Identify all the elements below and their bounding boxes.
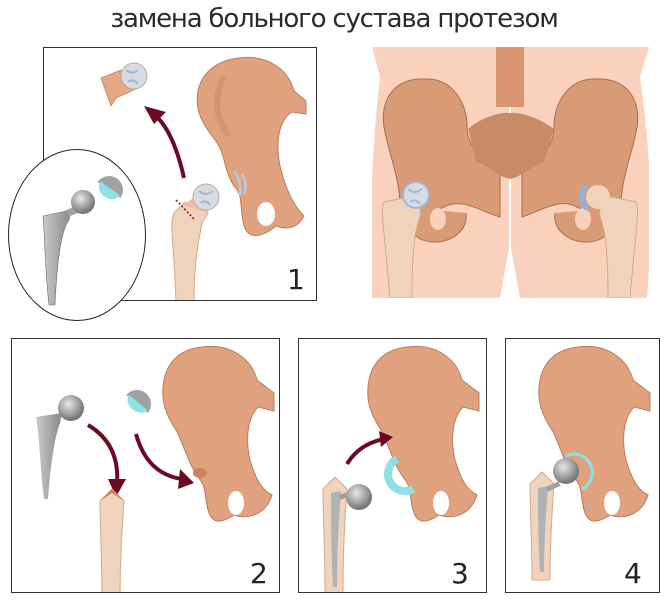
femoral-stem bbox=[42, 209, 72, 306]
femur-with-implant bbox=[529, 471, 561, 581]
pelvis-bone bbox=[538, 345, 651, 522]
insertion-arrow-stem bbox=[86, 423, 120, 485]
prosthesis-components-illustration bbox=[42, 176, 123, 306]
removed-femoral-head bbox=[100, 62, 148, 107]
page-title: замена больного сустава протезом bbox=[110, 4, 558, 34]
prosthesis-inset bbox=[8, 149, 146, 321]
step-4-panel: 4 bbox=[505, 338, 660, 593]
step-4-illustration bbox=[529, 345, 651, 581]
step-2-panel: 2 bbox=[11, 338, 280, 593]
step-1-illustration bbox=[100, 56, 307, 300]
insertion-arrow-cup bbox=[134, 433, 183, 481]
pelvis-bone bbox=[196, 56, 307, 236]
pelvis-bone bbox=[367, 345, 480, 522]
femur-cut bbox=[99, 488, 125, 592]
pelvis-bone bbox=[162, 345, 275, 522]
acetabular-cup bbox=[97, 176, 123, 200]
acetabular-cup bbox=[126, 390, 151, 413]
femoral-ball bbox=[58, 395, 84, 421]
removal-arrow bbox=[154, 114, 186, 179]
joining-arrow bbox=[345, 437, 385, 466]
step-3-panel: 3 bbox=[298, 338, 487, 593]
acetabular-cup-placed bbox=[384, 455, 415, 495]
femur-right-healthy bbox=[579, 185, 639, 298]
femoral-stem bbox=[36, 413, 62, 499]
step-3-illustration bbox=[322, 345, 480, 592]
pelvis-front-illustration bbox=[372, 47, 649, 298]
step-2-illustration bbox=[36, 345, 275, 592]
femoral-ball-seated bbox=[553, 458, 579, 484]
step-number-1: 1 bbox=[287, 263, 305, 296]
femur-left-diseased bbox=[381, 181, 430, 298]
pelvis-anatomy-view bbox=[372, 47, 649, 298]
femoral-ball bbox=[71, 190, 95, 214]
step-number-4: 4 bbox=[624, 557, 642, 590]
femur-diseased bbox=[171, 183, 220, 300]
step-number-2: 2 bbox=[250, 557, 268, 590]
femoral-ball bbox=[346, 484, 372, 510]
step-number-3: 3 bbox=[451, 557, 469, 590]
